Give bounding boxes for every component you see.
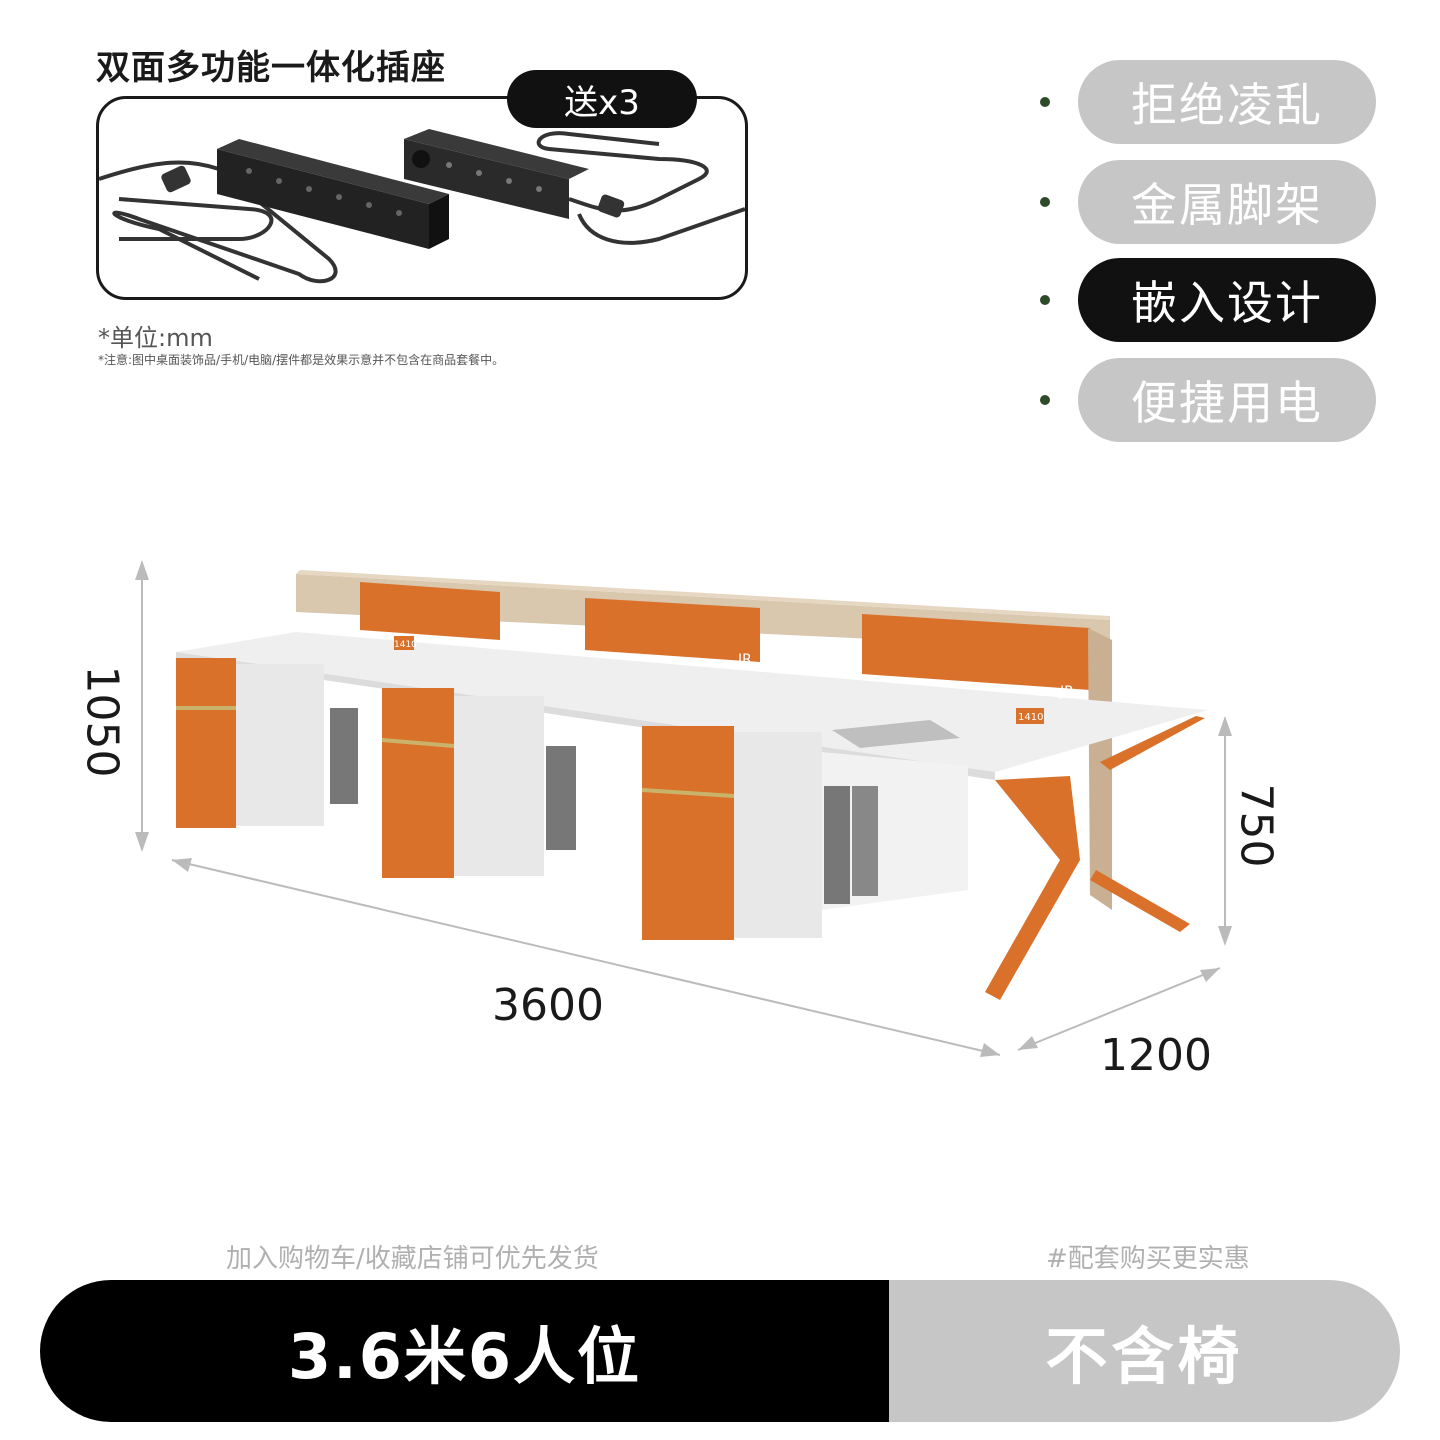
unit-note: *单位:mm bbox=[98, 324, 213, 352]
chair-option[interactable]: 不含椅 bbox=[889, 1280, 1400, 1422]
dimension-desk-height: 750 bbox=[1230, 783, 1282, 868]
power-strip-illustration bbox=[98, 129, 746, 284]
disclaimer-note: *注意:图中桌面装饰品/手机/电脑/摆件都是效果示意并不包含在商品套餐中。 bbox=[98, 353, 505, 367]
bullet-dot-icon bbox=[1040, 97, 1050, 107]
option-bar: 3.6米6人位 不含椅 bbox=[40, 1280, 1400, 1422]
dimension-height-total: 1050 bbox=[76, 665, 128, 778]
feature-item-tidy: 拒绝凌乱 bbox=[1040, 60, 1380, 144]
brand-mark: JR bbox=[738, 652, 752, 668]
desk-tag-label: 1410 bbox=[394, 640, 417, 650]
feature-item-power: 便捷用电 bbox=[1040, 358, 1380, 442]
dimension-length: 3600 bbox=[492, 980, 604, 1031]
feature-item-metal-legs: 金属脚架 bbox=[1040, 160, 1380, 244]
bullet-dot-icon bbox=[1040, 395, 1050, 405]
bundle-caption: #配套购买更实惠 bbox=[1046, 1244, 1250, 1274]
feature-item-embedded-design: 嵌入设计 bbox=[1040, 258, 1380, 342]
cart-caption: 加入购物车/收藏店铺可优先发货 bbox=[226, 1244, 599, 1274]
bullet-dot-icon bbox=[1040, 295, 1050, 305]
desk-tag-label: 1410 bbox=[1018, 712, 1044, 723]
bullet-dot-icon bbox=[1040, 197, 1050, 207]
gift-quantity-badge: 送x3 bbox=[507, 70, 697, 128]
size-option[interactable]: 3.6米6人位 bbox=[40, 1280, 889, 1422]
brand-mark: JR bbox=[1060, 684, 1074, 700]
feature-pill-highlighted: 嵌入设计 bbox=[1078, 258, 1376, 342]
feature-pill: 金属脚架 bbox=[1078, 160, 1376, 244]
dimension-depth: 1200 bbox=[1100, 1030, 1212, 1081]
feature-pill: 拒绝凌乱 bbox=[1078, 60, 1376, 144]
desk-product-illustration bbox=[135, 560, 1232, 1057]
feature-pill: 便捷用电 bbox=[1078, 358, 1376, 442]
socket-title: 双面多功能一体化插座 bbox=[96, 48, 446, 88]
socket-illustration-frame bbox=[96, 96, 748, 300]
